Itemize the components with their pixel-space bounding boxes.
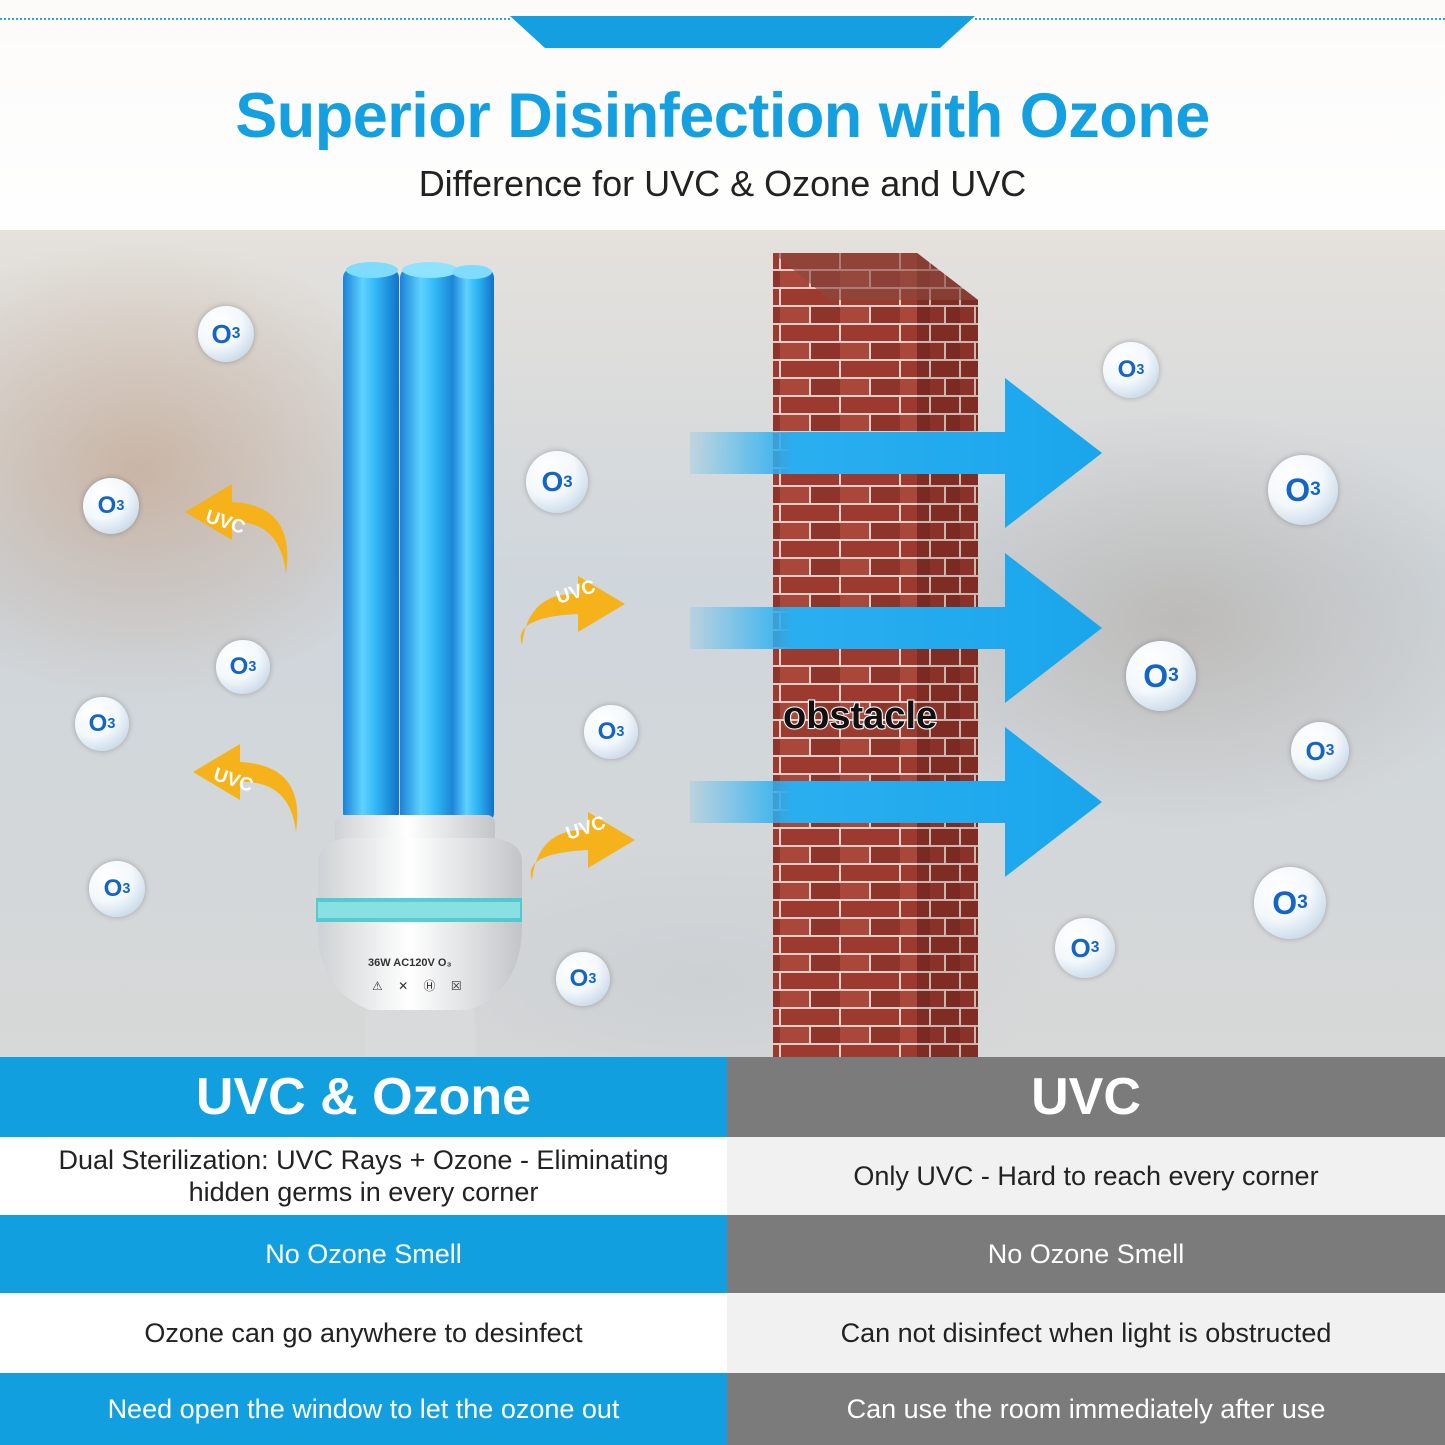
bulb-rating-label: 36W AC120V O₃ <box>368 957 452 969</box>
brick-wall <box>773 253 978 1057</box>
obstacle-label: obstacle <box>782 694 938 738</box>
table-cell: Dual Sterilization: UVC Rays + Ozone - E… <box>0 1137 727 1215</box>
table-cell: Ozone can go anywhere to desinfect <box>0 1293 727 1373</box>
page-title: Superior Disinfection with Ozone <box>235 81 1210 151</box>
page-subtitle: Difference for UVC & Ozone and UVC <box>418 163 1027 204</box>
column-header-uvc: UVC <box>727 1057 1445 1137</box>
bulb-safety-icons: ⚠ ✕ Ⓗ ☒ <box>372 979 468 993</box>
lamp-tubes <box>343 262 494 828</box>
lamp-base <box>316 815 522 1057</box>
scene-illustration <box>185 253 1102 1057</box>
top-tab-decoration <box>510 16 975 48</box>
uvc-arrows <box>185 484 635 880</box>
table-cell: No Ozone Smell <box>727 1215 1445 1293</box>
dotted-line-right <box>975 18 1445 20</box>
dotted-line-left <box>0 18 510 20</box>
table-cell: Can use the room immediately after use <box>727 1373 1445 1445</box>
ozone-arrows <box>690 378 1102 877</box>
table-cell: Can not disinfect when light is obstruct… <box>727 1293 1445 1373</box>
table-cell: Need open the window to let the ozone ou… <box>0 1373 727 1445</box>
table-cell: Only UVC - Hard to reach every corner <box>727 1137 1445 1215</box>
column-header-uvc-ozone: UVC & Ozone <box>0 1057 727 1137</box>
table-cell: No Ozone Smell <box>0 1215 727 1293</box>
comparison-table: UVC & Ozone UVC Dual Sterilization: UVC … <box>0 1057 1445 1445</box>
